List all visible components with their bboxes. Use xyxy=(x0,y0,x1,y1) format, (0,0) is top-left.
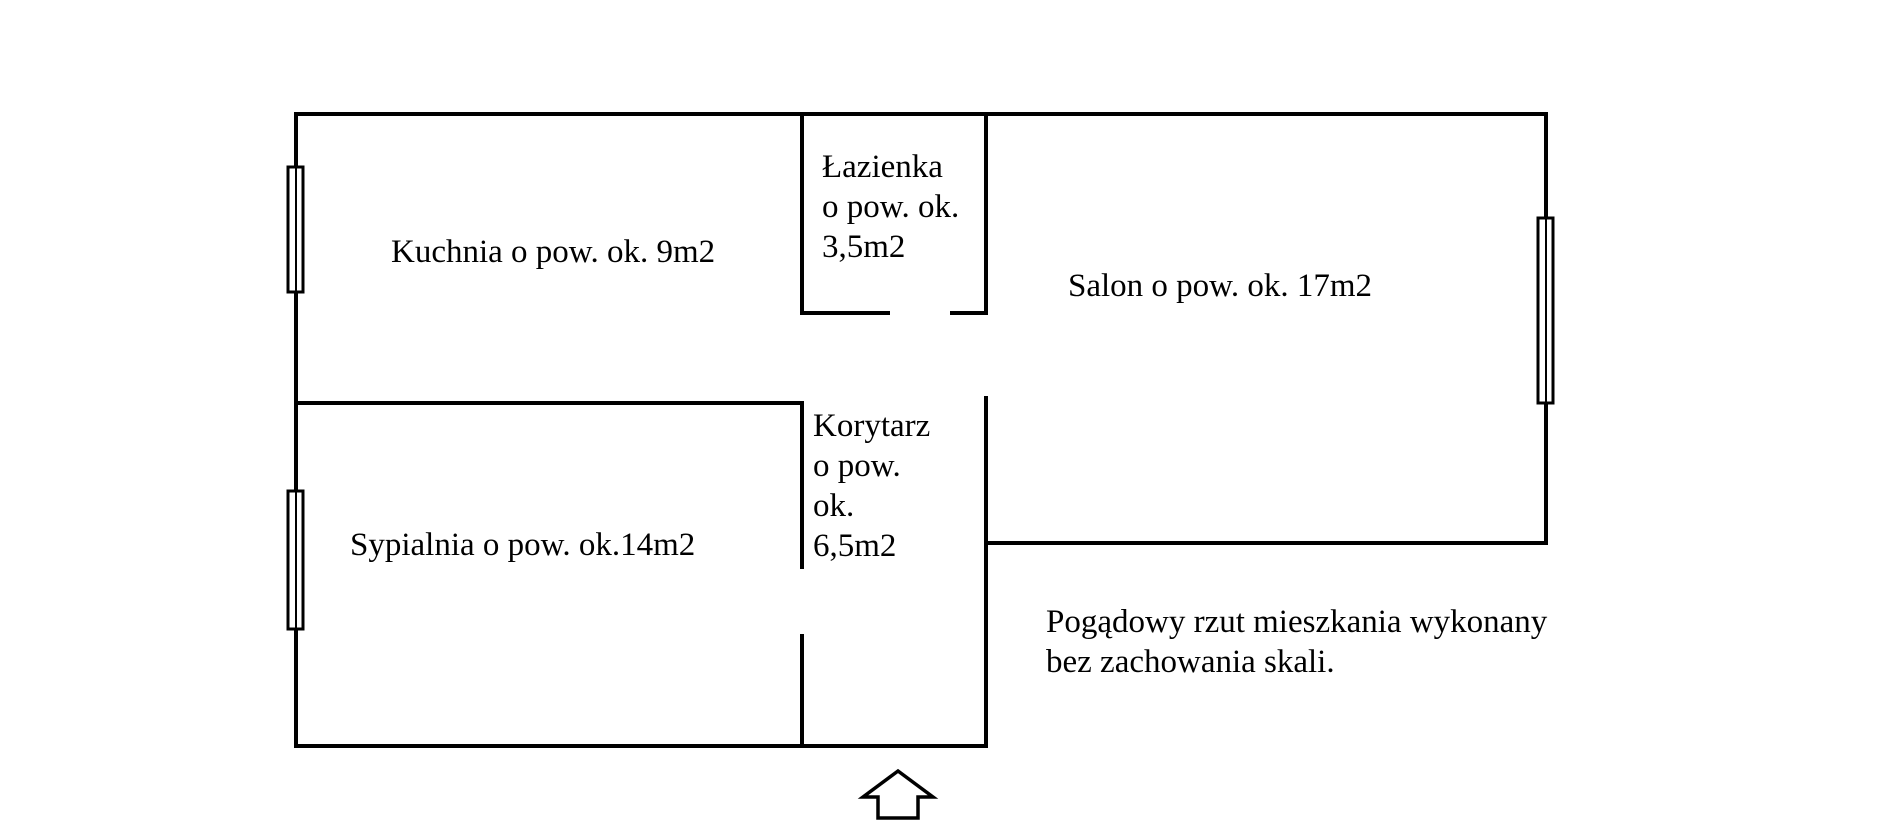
hallway-label-line-3: ok. xyxy=(813,488,855,524)
bathroom-label-line-3: 3,5m2 xyxy=(822,229,906,265)
hallway-label-line-2: o pow. xyxy=(813,448,901,484)
scale-note-line-2: bez zachowania skali. xyxy=(1046,644,1335,680)
scale-note-line-1: Pogądowy rzut mieszkania wykonany xyxy=(1046,604,1548,640)
bedroom-label: Sypialnia o pow. ok.14m2 xyxy=(350,527,696,563)
entrance-arrow-icon xyxy=(857,768,939,820)
living-room-label: Salon o pow. ok. 17m2 xyxy=(1068,268,1373,304)
bathroom-label-line-2: o pow. ok. xyxy=(822,189,960,225)
kitchen-label: Kuchnia o pow. ok. 9m2 xyxy=(391,234,716,270)
bathroom-label: Łazienka o pow. ok. 3,5m2 xyxy=(822,147,959,267)
scale-note: Pogądowy rzut mieszkania wykonany bez za… xyxy=(1046,602,1547,682)
hallway-label: Korytarz o pow. ok. 6,5m2 xyxy=(813,406,930,566)
hallway-label-line-4: 6,5m2 xyxy=(813,528,897,564)
bathroom-label-line-1: Łazienka xyxy=(822,149,943,185)
hallway-label-line-1: Korytarz xyxy=(813,408,931,444)
